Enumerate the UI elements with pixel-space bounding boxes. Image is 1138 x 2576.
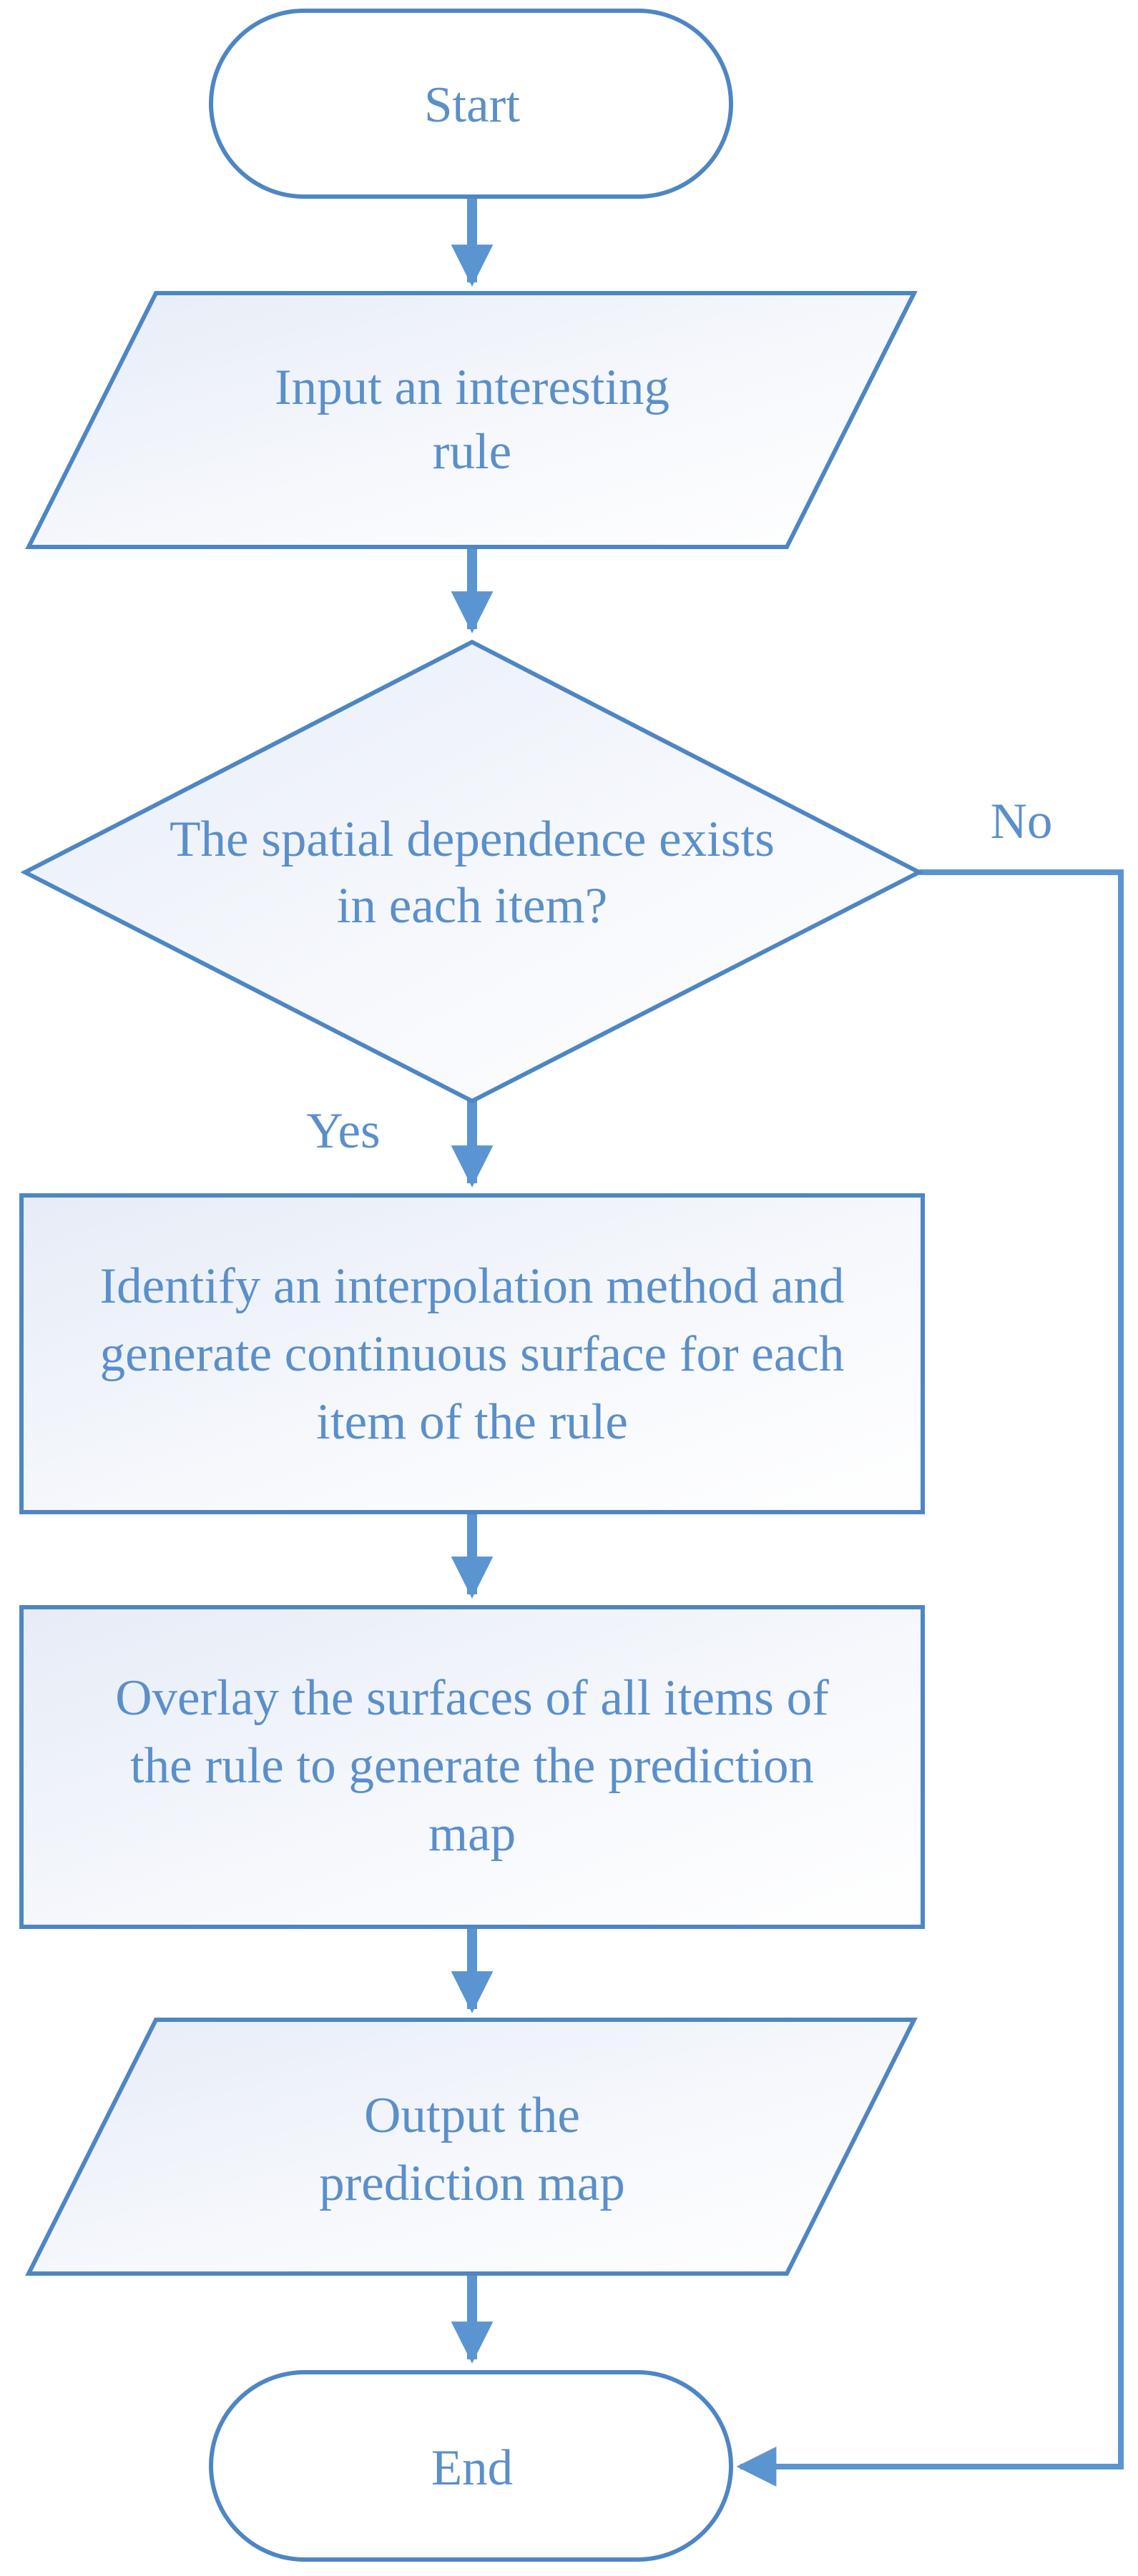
output-shape xyxy=(25,2018,918,2276)
start-node: Start xyxy=(209,9,733,199)
decision-shape xyxy=(20,639,924,1104)
yes-label: Yes xyxy=(306,1103,380,1159)
overlay-shape xyxy=(19,1605,925,1929)
output-label-line-1: Output the xyxy=(364,2088,580,2143)
end-node: End xyxy=(209,2370,733,2562)
interpolate-node: Identify an interpolation method and gen… xyxy=(19,1193,925,1514)
overlay-label-line-3: map xyxy=(428,1806,516,1862)
overlay-label-line-2: the rule to generate the prediction xyxy=(130,1738,814,1794)
connectors xyxy=(451,197,1124,2487)
overlay-label-line-1: Overlay the surfaces of all items of xyxy=(115,1670,829,1726)
start-label: Start xyxy=(424,77,520,133)
input-label-line-1: Input an interesting xyxy=(275,360,669,415)
output-node: Output the prediction map xyxy=(25,2018,918,2276)
interpolate-label-line-2: generate continuous surface for each xyxy=(100,1326,845,1382)
input-shape xyxy=(25,291,918,549)
input-label-line-2: rule xyxy=(433,424,511,480)
output-label-line-2: prediction map xyxy=(319,2156,625,2211)
interpolate-shape xyxy=(19,1193,925,1514)
input-node: Input an interesting rule xyxy=(25,291,918,549)
end-label: End xyxy=(431,2440,513,2496)
start-shape xyxy=(209,9,733,199)
overlay-node: Overlay the surfaces of all items of the… xyxy=(19,1605,925,1929)
decision-label-line-2: in each item? xyxy=(337,878,607,934)
end-shape xyxy=(209,2370,733,2562)
no-label: No xyxy=(991,794,1053,849)
interpolate-label-line-3: item of the rule xyxy=(316,1394,628,1450)
arrow-decision-no-to-end xyxy=(736,869,1124,2487)
decision-node: The spatial dependence exists in each it… xyxy=(20,639,924,1104)
decision-label-line-1: The spatial dependence exists xyxy=(170,811,775,867)
interpolate-label-line-1: Identify an interpolation method and xyxy=(99,1258,844,1314)
